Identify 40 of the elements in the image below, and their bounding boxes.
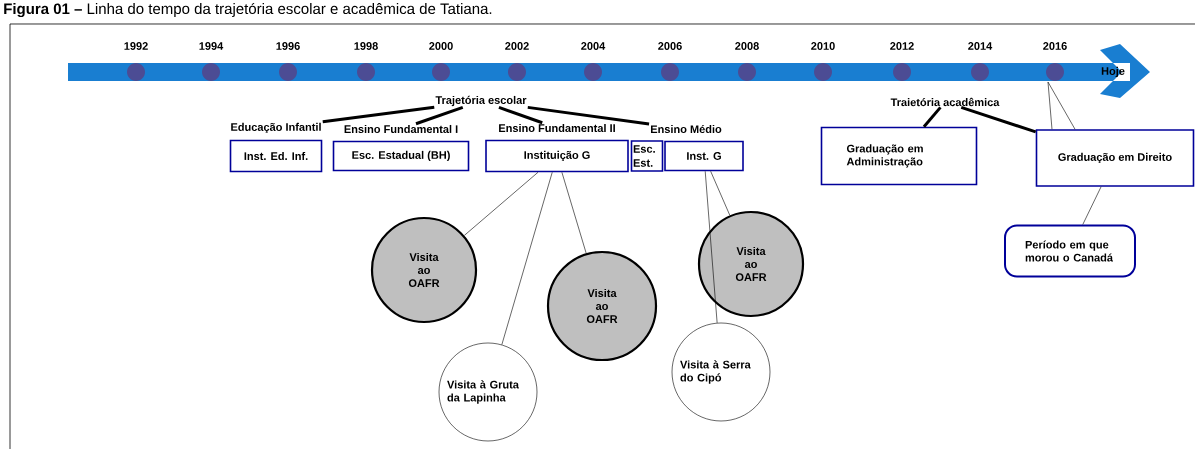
connector-line bbox=[415, 105, 464, 126]
school-box: Inst. G bbox=[664, 140, 744, 172]
year-label: 2012 bbox=[890, 42, 914, 50]
connector-line bbox=[960, 105, 1037, 134]
year-label: 2002 bbox=[505, 42, 529, 50]
year-label: 1992 bbox=[124, 42, 148, 50]
connector-line bbox=[322, 105, 435, 124]
node-label: Educação Infantil bbox=[231, 122, 321, 134]
leader-line bbox=[501, 172, 553, 345]
year-label: 1998 bbox=[354, 42, 378, 50]
connector-line bbox=[527, 105, 650, 126]
stage-box: Educação Infantil Inst. Ed. Inf. bbox=[229, 122, 323, 173]
year-label: 1994 bbox=[199, 42, 224, 50]
figure-title: Figura 01 – Linha do tempo da trajetória escolar e acadêmica de Tatiana. bbox=[4, 2, 492, 18]
node-label: Ensino Fundamental II bbox=[499, 123, 615, 133]
year-label: 2004 bbox=[581, 42, 606, 50]
year-label: 2014 bbox=[968, 42, 993, 50]
stage-box: Ensino Fundamental II Instituição G bbox=[485, 123, 629, 173]
year-label: 2006 bbox=[658, 42, 682, 50]
heading-text: Traietória acadêmica bbox=[889, 96, 1001, 108]
leader-line bbox=[561, 172, 587, 254]
node-label: Ensino Fundamental I bbox=[344, 124, 458, 134]
year-label: 2016 bbox=[1043, 42, 1067, 50]
school-box: Graduação em Direito bbox=[1035, 129, 1195, 187]
school-box: Graduação em Administração bbox=[820, 126, 978, 186]
year-label: 2000 bbox=[429, 42, 453, 50]
leader-line bbox=[464, 172, 539, 236]
period-box: Período em que morou o Canadá bbox=[1004, 224, 1136, 278]
leader-line bbox=[1047, 81, 1076, 130]
connector-line bbox=[922, 106, 942, 128]
leader-line bbox=[710, 171, 731, 216]
stage-box: Ensino Fundamental I Esc. Estadual (BH) bbox=[332, 124, 470, 172]
year-label: 1996 bbox=[276, 42, 300, 50]
leader-line bbox=[704, 171, 718, 324]
year-label: 2010 bbox=[811, 42, 835, 50]
heading-text: Ensino Médio bbox=[649, 123, 723, 135]
leader-line bbox=[1082, 186, 1102, 225]
connector-line bbox=[498, 105, 543, 125]
year-label: 2008 bbox=[735, 42, 759, 50]
school-box: Esc. Est. bbox=[630, 140, 664, 172]
